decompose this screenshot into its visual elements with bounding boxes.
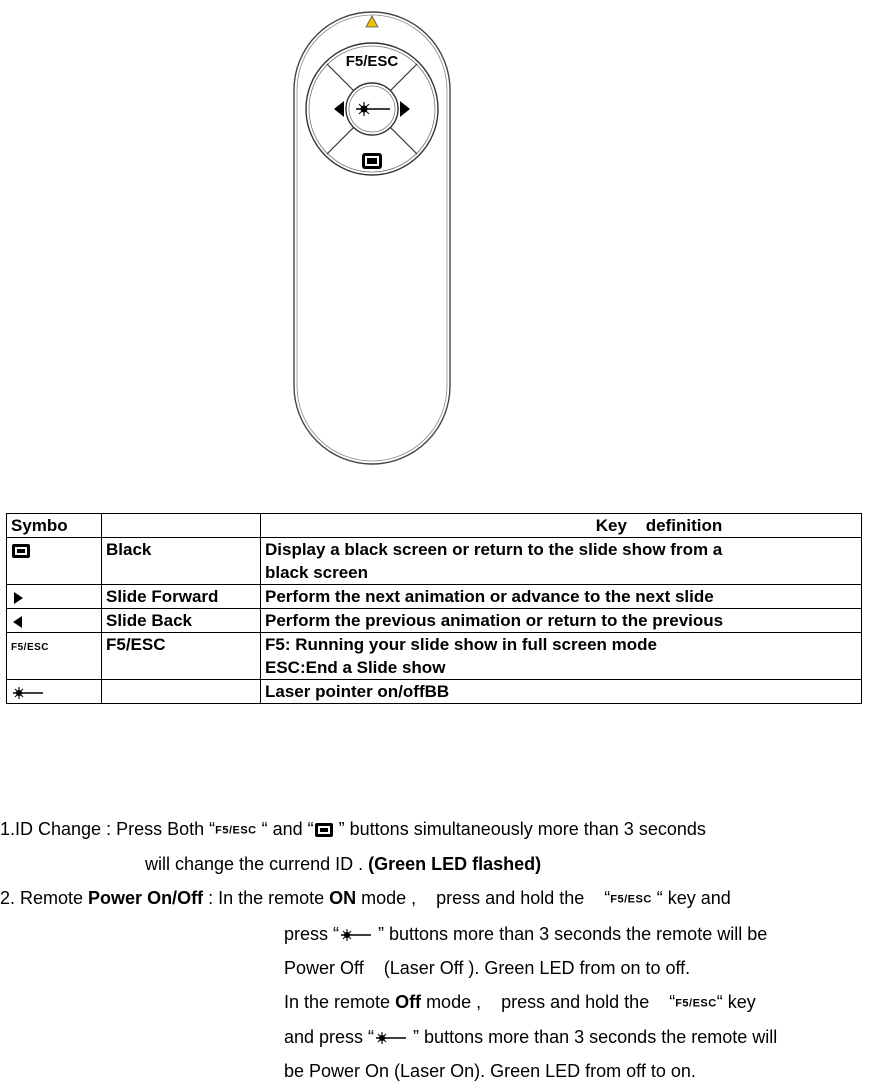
header-symbol: Symbo: [6, 513, 102, 538]
instructions-section: 1.ID Change : Press Both “F5/ESC “ and “…: [0, 812, 877, 1088]
f5-esc-icon: F5/ESC: [215, 824, 257, 837]
instruction-2-line-5: and press “ ” buttons more than 3 second…: [284, 1026, 778, 1047]
arrow-left-icon[interactable]: [334, 101, 344, 117]
black-screen-icon: [314, 823, 333, 838]
key-definition: F5: Running your slide show in full scre…: [260, 632, 862, 680]
table-row: Laser pointer on/offBB: [6, 679, 862, 704]
arrow-right-icon: [14, 591, 23, 604]
table-row: Slide Forward Perform the next animation…: [6, 584, 862, 609]
laser-pointer-icon: [13, 686, 43, 699]
laser-pointer-icon[interactable]: [356, 102, 390, 116]
f5-esc-button[interactable]: F5/ESC: [346, 53, 399, 70]
header-name: [101, 513, 261, 538]
black-screen-icon: [12, 543, 30, 558]
key-name: Black: [101, 537, 261, 585]
f5-esc-icon: F5/ESC: [610, 893, 652, 906]
table-row: F5/ESC F5/ESC F5: Running your slide sho…: [6, 632, 862, 680]
key-definition: Perform the next animation or advance to…: [260, 584, 862, 609]
f5-esc-icon: F5/ESC: [675, 996, 717, 1009]
key-definition: Perform the previous animation or return…: [260, 608, 862, 633]
instruction-2-line-2: press “ ” buttons more than 3 seconds th…: [284, 923, 768, 944]
key-definition-table: Symbo Key definition Black Display a bla…: [6, 513, 862, 704]
instruction-1-line-2: will change the currend ID . (Green LED …: [145, 854, 542, 875]
symbol-cell: [6, 608, 102, 633]
symbol-cell: F5/ESC: [6, 632, 102, 680]
f5-esc-icon: F5/ESC: [11, 642, 50, 653]
led-indicator-icon: [365, 15, 379, 28]
key-definition: Laser pointer on/offBB: [260, 679, 862, 704]
key-definition: Display a black screen or return to the …: [260, 537, 862, 585]
instruction-1-line-1: 1.ID Change : Press Both “F5/ESC “ and “…: [0, 819, 706, 839]
instruction-2-line-1: 2. Remote Power On/Off : In the remote O…: [0, 888, 731, 909]
key-name: [101, 679, 261, 704]
table-row: Slide Back Perform the previous animatio…: [6, 608, 862, 633]
laser-pointer-icon: [376, 1032, 407, 1044]
key-name: F5/ESC: [101, 632, 261, 680]
arrow-right-icon[interactable]: [400, 101, 410, 117]
remote-control-illustration: F5/ESC: [293, 11, 451, 465]
instruction-2-line-3: Power Off (Laser Off ). Green LED from o…: [284, 957, 691, 978]
header-definition: Key definition: [260, 513, 862, 538]
key-name: Slide Forward: [101, 584, 261, 609]
symbol-cell: [6, 679, 102, 704]
table-row: Black Display a black screen or return t…: [6, 537, 862, 585]
symbol-cell: [6, 537, 102, 585]
key-name: Slide Back: [101, 608, 261, 633]
symbol-cell: [6, 584, 102, 609]
black-screen-icon[interactable]: [362, 153, 382, 169]
laser-pointer-icon: [341, 928, 372, 941]
arrow-left-icon: [13, 615, 22, 628]
instruction-2-line-6: be Power On (Laser On). Green LED from o…: [284, 1060, 696, 1081]
instruction-2-line-4: In the remote Off mode , press and hold …: [284, 991, 756, 1012]
table-header-row: Symbo Key definition: [6, 513, 862, 538]
